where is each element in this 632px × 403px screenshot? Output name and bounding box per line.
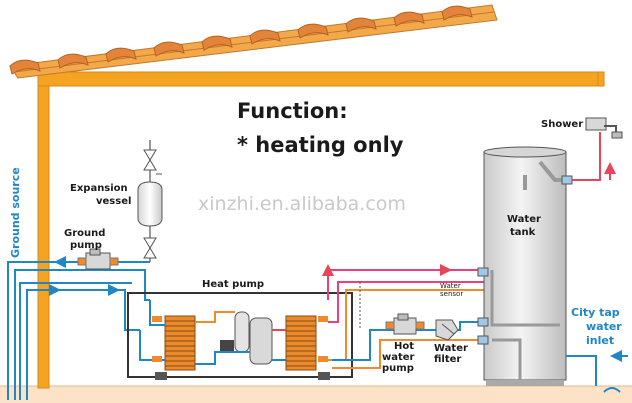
house-frame — [37, 71, 605, 389]
shower — [572, 117, 623, 181]
water-filter-label-2: filter — [434, 354, 461, 365]
ground-source-label: Ground source — [9, 167, 22, 258]
watermark: xinzhi.en.alibaba.com — [198, 193, 406, 215]
heading-line-1: Function: — [237, 99, 348, 123]
roof — [9, 4, 498, 79]
city-tap-label-2: water — [586, 320, 622, 333]
water-tank — [477, 146, 573, 386]
expansion-vessel-label-2: vessel — [96, 196, 131, 207]
water-tank-label-1: Water — [507, 214, 541, 225]
hot-water-pump-label-3: pump — [382, 363, 414, 374]
city-tap-label-1: City tap — [571, 306, 620, 319]
water-tank-label-2: tank — [510, 227, 536, 238]
ground-pump — [77, 248, 119, 270]
shower-label: Shower — [541, 119, 583, 130]
hot-water-pump — [385, 313, 425, 335]
ground-strip — [0, 386, 632, 403]
expansion-vessel-label-1: Expansion — [70, 183, 128, 194]
ground-pump-label-1: Ground — [64, 228, 105, 239]
city-tap-label-3: inlet — [586, 334, 614, 347]
water-sensor-label-1: Water — [440, 282, 461, 290]
expansion-vessel — [137, 140, 163, 262]
ground-pump-label-2: pump — [70, 240, 102, 251]
city-tap-inlet — [566, 355, 621, 393]
water-sensor-label-2: sensor — [440, 290, 463, 298]
water-filter — [435, 319, 459, 341]
water-filter-label-1: Water — [434, 343, 468, 354]
heat-pump-unit — [127, 292, 353, 380]
hot-water-pump-label-2: water — [382, 352, 415, 363]
heat-pump-label: Heat pump — [202, 279, 264, 290]
heading-line-2: * heating only — [237, 133, 404, 157]
hot-water-pump-label-1: Hot — [394, 341, 414, 352]
